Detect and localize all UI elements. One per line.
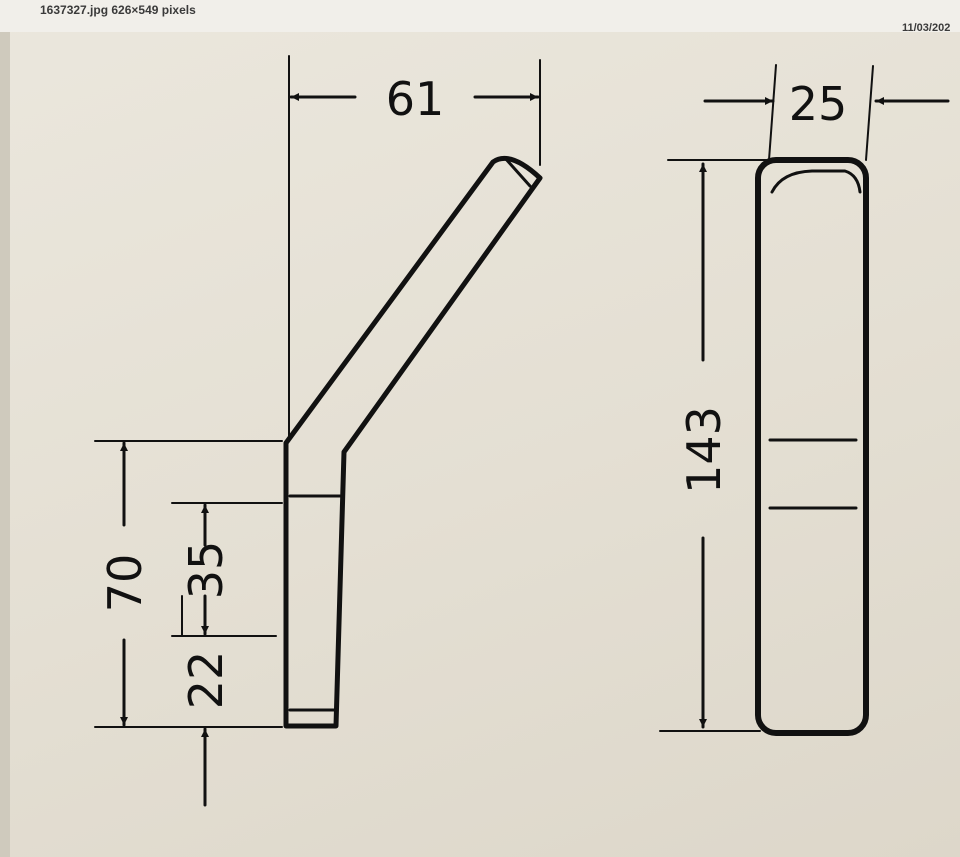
front-cap-curve bbox=[770, 169, 862, 194]
dim-label-35: 35 bbox=[179, 541, 233, 600]
hook-outline bbox=[283, 156, 543, 729]
dim-label-70: 70 bbox=[98, 554, 152, 613]
side-view bbox=[94, 55, 543, 807]
front-outline bbox=[755, 157, 869, 736]
page-left-edge bbox=[0, 32, 10, 857]
ext-line-right-25 bbox=[865, 65, 874, 161]
dim-label-25: 25 bbox=[789, 77, 848, 131]
file-info-label: 1637327.jpg 626×549 pixels bbox=[40, 3, 196, 17]
dim-label-22: 22 bbox=[179, 651, 233, 710]
front-view bbox=[659, 64, 950, 736]
hook-cap-line bbox=[503, 156, 532, 188]
file-date-label: 11/03/202 bbox=[902, 22, 951, 34]
viewer-header: 1637327.jpg 626×549 pixels 11/03/202 bbox=[0, 0, 960, 34]
dim-label-143: 143 bbox=[677, 406, 731, 494]
ext-line-left-25 bbox=[768, 64, 777, 161]
dim-label-61: 61 bbox=[386, 72, 445, 126]
